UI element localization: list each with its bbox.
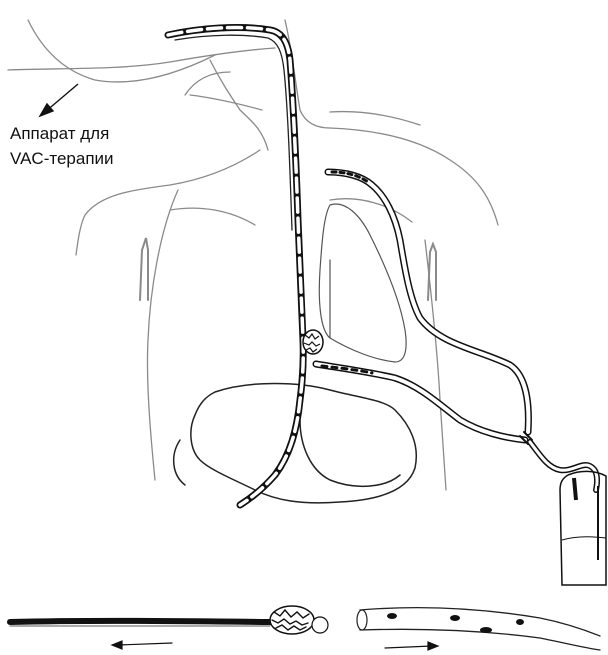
vac-device-label-line1: Аппарат для [10,123,109,145]
rib-left [170,208,255,225]
rib-right [330,199,412,222]
schematic-tube-left [10,621,270,622]
bottom-schematic [10,606,600,650]
lung-outline [319,204,406,362]
schematic-drain-tube [360,608,600,650]
schematic-connector [312,617,328,633]
vac-sponge [303,330,323,354]
arm-left-marker [140,238,148,300]
tube-connector [520,432,597,490]
collarbone-left [190,95,262,110]
pointer-arrow [40,84,78,116]
stomach-outline [174,384,417,503]
nasogastric-tube [168,28,303,505]
body-outline [8,20,498,490]
arrow-left [112,641,172,649]
arm-right-marker [428,244,436,300]
drainage-tube-lower [316,364,525,440]
schematic-sponge [270,606,314,634]
arrow-right [385,642,438,650]
torso-left [147,190,178,480]
collarbone-right [330,112,420,125]
vac-device-label-line2: VAC-терапии [10,148,114,170]
